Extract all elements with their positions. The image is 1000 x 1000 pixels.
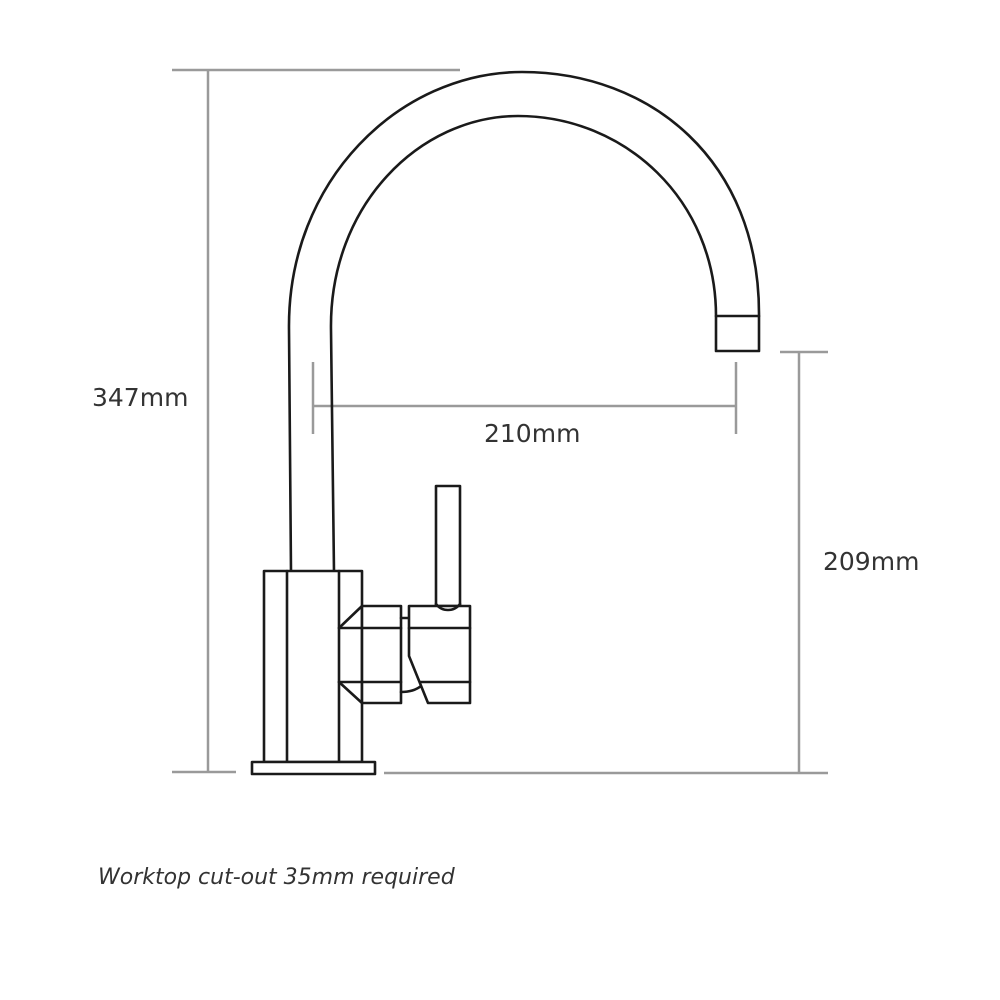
worktop-cutout-note: Worktop cut-out 35mm required <box>98 865 455 890</box>
lever-stem <box>434 484 462 608</box>
connector-top-chamfer <box>337 604 364 630</box>
lever-connector <box>360 604 403 705</box>
spout-height-label: 209mm <box>823 547 920 576</box>
total-height-label: 347mm <box>92 383 189 412</box>
dimension-lines <box>172 68 828 775</box>
tap-outline <box>250 70 761 776</box>
tap-body <box>262 569 364 764</box>
spout-nozzle <box>714 314 761 353</box>
spout-reach-label: 210mm <box>484 419 581 448</box>
spout-inner-curve <box>329 114 718 574</box>
tap-base-plate <box>250 760 377 776</box>
connector-bottom-chamfer <box>337 680 364 705</box>
connector-neck <box>399 616 423 694</box>
spout-outer-curve <box>287 70 761 574</box>
lever-head-stem-joint <box>434 602 462 612</box>
